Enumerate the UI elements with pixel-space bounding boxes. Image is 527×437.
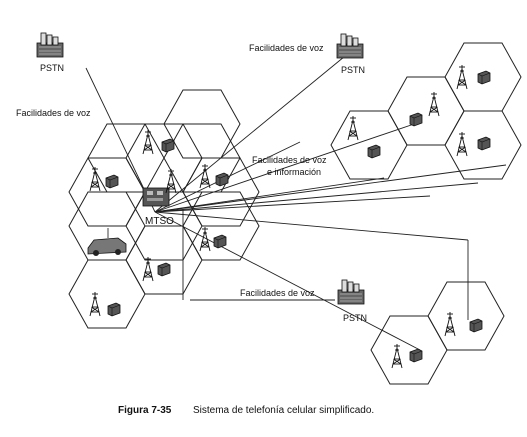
right-cell-cluster <box>330 42 522 180</box>
base-station-icon <box>161 138 175 153</box>
cell-tower-icon <box>199 226 211 252</box>
base-station-icon <box>107 302 121 317</box>
cell-tower-icon <box>89 166 101 192</box>
cell-hex <box>427 281 505 351</box>
base-station-icon <box>213 234 227 249</box>
cell-hex <box>163 89 241 159</box>
cell-tower-icon <box>347 115 359 141</box>
cell-hex <box>370 315 448 385</box>
voice-data-facilities-label: e información <box>267 167 321 177</box>
base-station-icon <box>469 318 483 333</box>
voice-facilities-label: Facilidades de voz <box>249 43 324 53</box>
cell-hex <box>444 110 522 180</box>
pstn-building-icon <box>337 279 365 305</box>
cell-tower-icon <box>456 131 468 157</box>
car-icon <box>87 228 127 256</box>
cell-tower-icon <box>444 311 456 337</box>
mtso-label: MTSO <box>145 216 174 227</box>
base-station-icon <box>157 262 171 277</box>
cell-tower-icon <box>89 291 101 317</box>
base-station-icon <box>367 144 381 159</box>
pstn-building-icon <box>36 32 64 58</box>
voice-facilities-label: Facilidades de voz <box>240 288 315 298</box>
base-station-icon <box>105 174 119 189</box>
bottom-right-cell-cluster <box>370 281 505 385</box>
figure-number: Figura 7-35 <box>118 405 172 416</box>
cell-hex <box>125 225 203 295</box>
base-station-icon <box>409 348 423 363</box>
base-station-icon <box>409 112 423 127</box>
left-cell-cluster <box>68 89 260 329</box>
cell-tower-icon <box>391 343 403 369</box>
pstn-label: PSTN <box>343 313 367 323</box>
cell-hex <box>387 76 465 146</box>
cell-tower-icon <box>142 129 154 155</box>
cell-hex <box>330 110 408 180</box>
base-station-icon <box>477 70 491 85</box>
pstn-label: PSTN <box>341 65 365 75</box>
pstn-label: PSTN <box>40 63 64 73</box>
pstn-building-icon <box>336 33 364 59</box>
mtso-switch-icon <box>142 187 170 207</box>
cell-tower-icon <box>428 91 440 117</box>
voice-data-facilities-label: Facilidades de voz <box>252 155 327 165</box>
voice-facilities-label: Facilidades de voz <box>16 108 91 118</box>
cell-tower-icon <box>165 168 177 194</box>
cell-tower-icon <box>456 64 468 90</box>
base-station-icon <box>477 136 491 151</box>
figure-caption: Sistema de telefonía celular simplificad… <box>193 405 374 416</box>
cell-hex <box>68 259 146 329</box>
cell-tower-icon <box>142 256 154 282</box>
base-station-icon <box>215 172 229 187</box>
